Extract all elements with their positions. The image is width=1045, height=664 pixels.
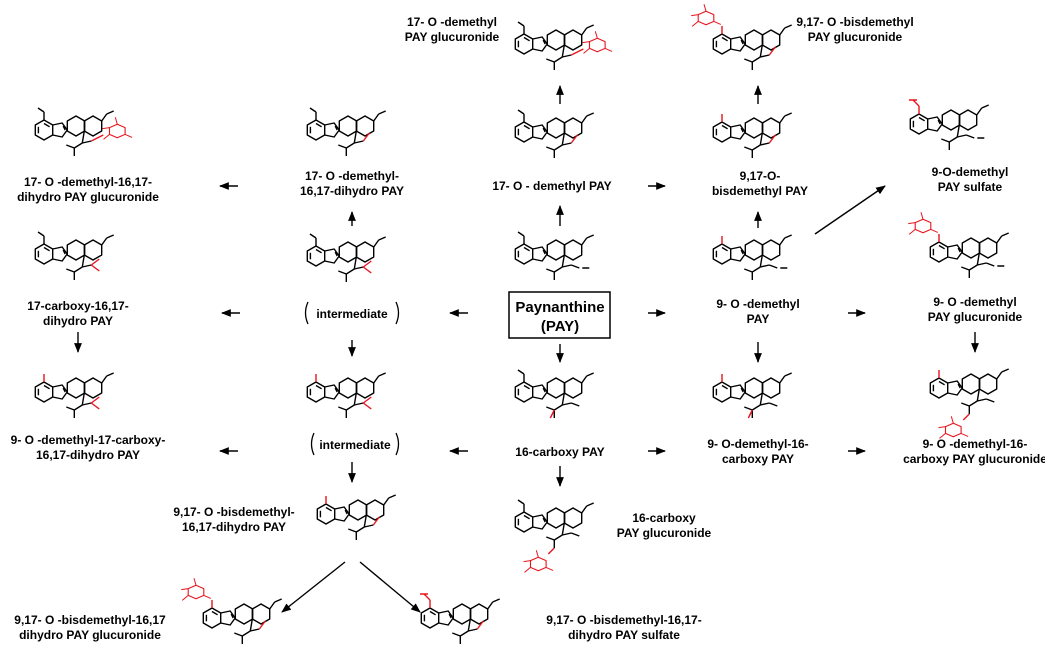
molecule-structure — [712, 234, 792, 280]
molecule-structure — [909, 99, 989, 150]
molecule-structure — [306, 107, 386, 156]
molecule-structure — [420, 593, 500, 644]
molecule-structure — [34, 231, 114, 280]
label-16-carboxy: 16-carboxy PAY — [515, 445, 604, 459]
arrow — [359, 561, 421, 613]
label-17-o-demethyl-dihydro: 17- O -demethyl-16,17-dihydro PAY — [300, 169, 404, 198]
label-9-o-demethyl-17-carboxy: 9- O -demethyl-17-carboxy-16,17-dihydro … — [11, 433, 166, 462]
molecule-structures — [34, 4, 1009, 644]
center-title: Paynanthine — [515, 299, 604, 316]
molecule-structure — [306, 233, 386, 282]
label-9-17-bisdemethyl: 9,17-O-bisdemethyl PAY — [712, 169, 808, 198]
molecule-structure — [514, 231, 594, 280]
intermediate-label: intermediate — [316, 307, 388, 321]
molecule-structure — [712, 372, 792, 419]
molecule-structure — [34, 372, 114, 418]
molecule-structure — [181, 578, 282, 644]
molecule-structure — [514, 21, 613, 70]
molecule-structure — [712, 112, 792, 158]
label-9-17-bisdemethyl-dihydro-sulfate: 9,17- O -bisdemethyl-16,17-dihydro PAY s… — [546, 613, 701, 642]
intermediate-bracket — [304, 301, 400, 456]
arrow — [281, 561, 346, 613]
label-17-carboxy-dihydro: 17-carboxy-16,17-dihydro PAY — [27, 299, 128, 328]
molecule-structure — [514, 109, 594, 158]
molecule-structure — [908, 212, 1009, 278]
label-9-17-bisdemethyl-dihydro: 9,17- O -bisdemethyl-16,17-dihydro PAY — [173, 505, 294, 534]
molecule-structure — [929, 368, 1009, 439]
center-subtitle: (PAY) — [541, 318, 579, 335]
label-9-o-demethyl-16-carboxy: 9- O-demethyl-16-carboxy PAY — [707, 437, 808, 466]
molecule-structure — [514, 369, 594, 419]
molecule-structure — [514, 499, 594, 573]
reaction-arrows — [74, 85, 979, 613]
arrow — [814, 185, 886, 235]
molecule-structure — [691, 4, 792, 70]
label-17-o-demethyl-dihydro-glucuronide: 17- O -demethyl-16,17-dihydro PAY glucur… — [17, 175, 159, 204]
molecule-structure — [34, 107, 133, 156]
label-9-o-demethyl-16-carboxy-glucuronide: 9- O -demethyl-16-carboxy PAY glucuronid… — [903, 437, 1045, 466]
molecule-structure — [316, 494, 396, 540]
molecule-structure — [306, 372, 386, 418]
label-17-o-demethyl: 17- O - demethyl PAY — [492, 179, 611, 193]
intermediate-label: intermediate — [319, 438, 391, 452]
center-box — [508, 291, 611, 339]
